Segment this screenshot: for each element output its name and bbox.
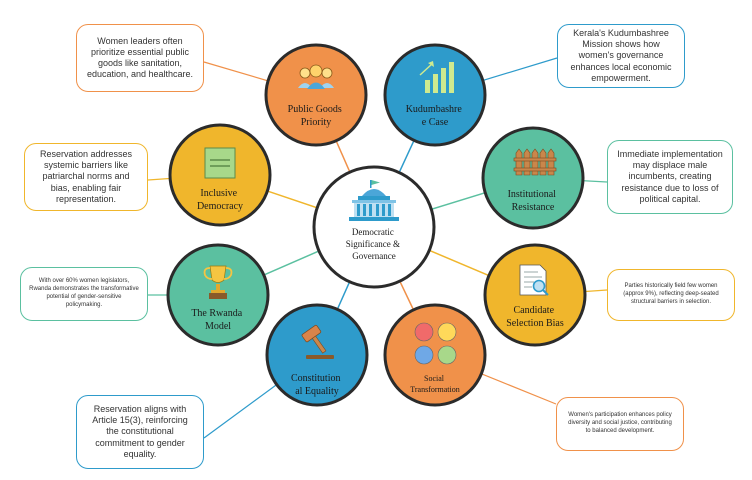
node-public-goods-priority: Public Goods Priority <box>264 43 368 147</box>
node-kudumbashree-case: Kudumbashre e Case <box>383 43 487 147</box>
node-candidate-selection-bias: Candidate Selection Bias <box>483 243 587 347</box>
bar-chart-growth-icon <box>419 61 454 93</box>
gavel-icon <box>301 324 334 359</box>
node-constitutional-equality: Constitution al Equality <box>265 303 369 407</box>
trophy-icon <box>203 265 233 299</box>
node-label-line: Candidate <box>513 305 554 316</box>
node-label-line: e Case <box>422 117 449 128</box>
note-social-transformation: Women's participation enhances policy di… <box>556 397 684 451</box>
note-inclusive-democracy: Reservation addresses systemic barriers … <box>24 143 148 211</box>
node-label-line: Transformation <box>410 385 459 394</box>
node-label-line: Constitution <box>291 373 340 384</box>
svg-text:Inclusive Democracy: Inclusive Democracy <box>197 188 243 212</box>
node-label-line: Social <box>424 374 445 383</box>
center-label-line: Governance <box>352 251 395 261</box>
node-label-line: Kudumbashre <box>406 104 463 115</box>
center-label-line: Democratic <box>352 227 394 237</box>
node-inclusive-democracy: Inclusive Democracy <box>168 123 272 227</box>
node-label-line: Institutional <box>508 189 557 200</box>
node-label-line: Priority <box>301 117 332 128</box>
note-public-goods: Women leaders often prioritize essential… <box>76 24 204 92</box>
svg-text:Constitution al Equality: Constitution al Equality <box>291 373 343 397</box>
svg-text:Social Transformation: Social Transformation <box>410 374 459 394</box>
note-candidate-selection: Parties historically field few women (ap… <box>607 269 735 321</box>
svg-text:Candidate Selection Bias: Candidate Selection Bias <box>506 305 564 329</box>
colored-circles-icon <box>414 322 457 365</box>
node-label-line: Inclusive <box>200 188 237 199</box>
capitol-building-icon <box>349 180 399 221</box>
note-constitutional-equality: Reservation aligns with Article 15(3), r… <box>76 395 204 469</box>
node-social-transformation: Social Transformation <box>383 303 487 407</box>
node-label-line: al Equality <box>295 386 339 397</box>
svg-text:Institutional Resistance: Institutional Resistance <box>508 189 559 213</box>
wooden-fence-icon <box>513 148 557 176</box>
node-label-line: Public Goods <box>288 104 342 115</box>
svg-text:Public Goods Priority: Public Goods Priority <box>288 104 345 128</box>
note-rwanda-model: With over 60% women legislators, Rwanda … <box>20 267 148 321</box>
node-label-line: Model <box>205 321 231 332</box>
note-kudumbashree: Kerala's Kudumbashree Mission shows how … <box>557 24 685 88</box>
center-node: Democratic Significance & Governance <box>312 165 436 289</box>
node-label-line: The Rwanda <box>191 308 242 319</box>
svg-text:The Rwanda Model: The Rwanda Model <box>191 308 244 332</box>
node-label-line: Resistance <box>512 202 555 213</box>
node-label-line: Democracy <box>197 201 243 212</box>
node-label-line: Selection Bias <box>506 318 564 329</box>
svg-text:Kudumbashre e Case: Kudumbashre e Case <box>406 104 465 128</box>
node-the-rwanda-model: The Rwanda Model <box>166 243 270 347</box>
people-group-icon <box>298 64 334 89</box>
center-label-line: Significance & <box>346 239 400 249</box>
note-institutional-resistance: Immediate implementation may displace ma… <box>607 140 733 214</box>
document-search-icon <box>519 264 549 296</box>
notepad-icon <box>204 147 236 179</box>
node-institutional-resistance: Institutional Resistance <box>481 126 585 230</box>
svg-text:Democratic Significance: Democratic Significance & Governance <box>346 227 402 261</box>
